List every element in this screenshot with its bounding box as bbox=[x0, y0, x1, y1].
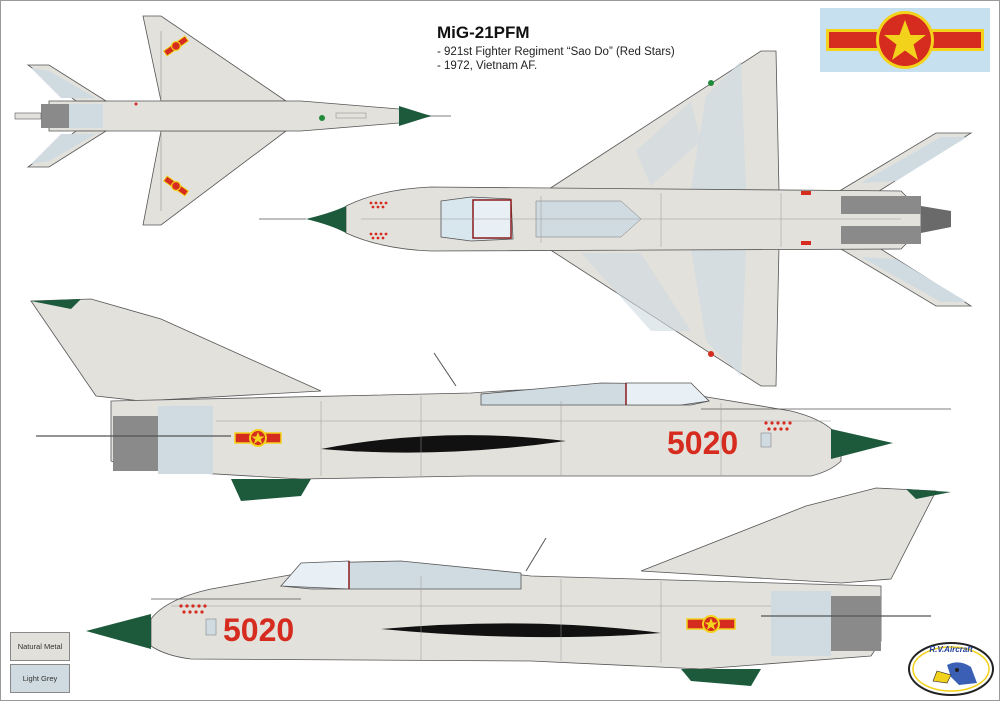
side-number-right: 5020 bbox=[223, 612, 294, 648]
side-view-left: 5020 bbox=[30, 298, 951, 501]
legend-light-grey: Light Grey bbox=[10, 664, 70, 693]
logo-text: R.V.Aircraft bbox=[929, 645, 973, 654]
page-title: MiG-21PFM bbox=[437, 23, 530, 42]
side-view-right: 5020 bbox=[86, 487, 951, 686]
eagle-head-icon: R.V.Aircraft bbox=[908, 642, 994, 696]
top-view-small bbox=[14, 15, 451, 226]
legend-natural-metal: Natural Metal bbox=[10, 632, 70, 661]
unit-caption: - 921st Fighter Regiment “Sao Do” (Red S… bbox=[437, 46, 675, 58]
year-caption: - 1972, Vietnam AF. bbox=[437, 60, 538, 72]
vietnam-air-force-roundel-icon bbox=[820, 8, 990, 72]
top-view-large bbox=[259, 50, 973, 387]
side-number-left: 5020 bbox=[667, 425, 738, 461]
